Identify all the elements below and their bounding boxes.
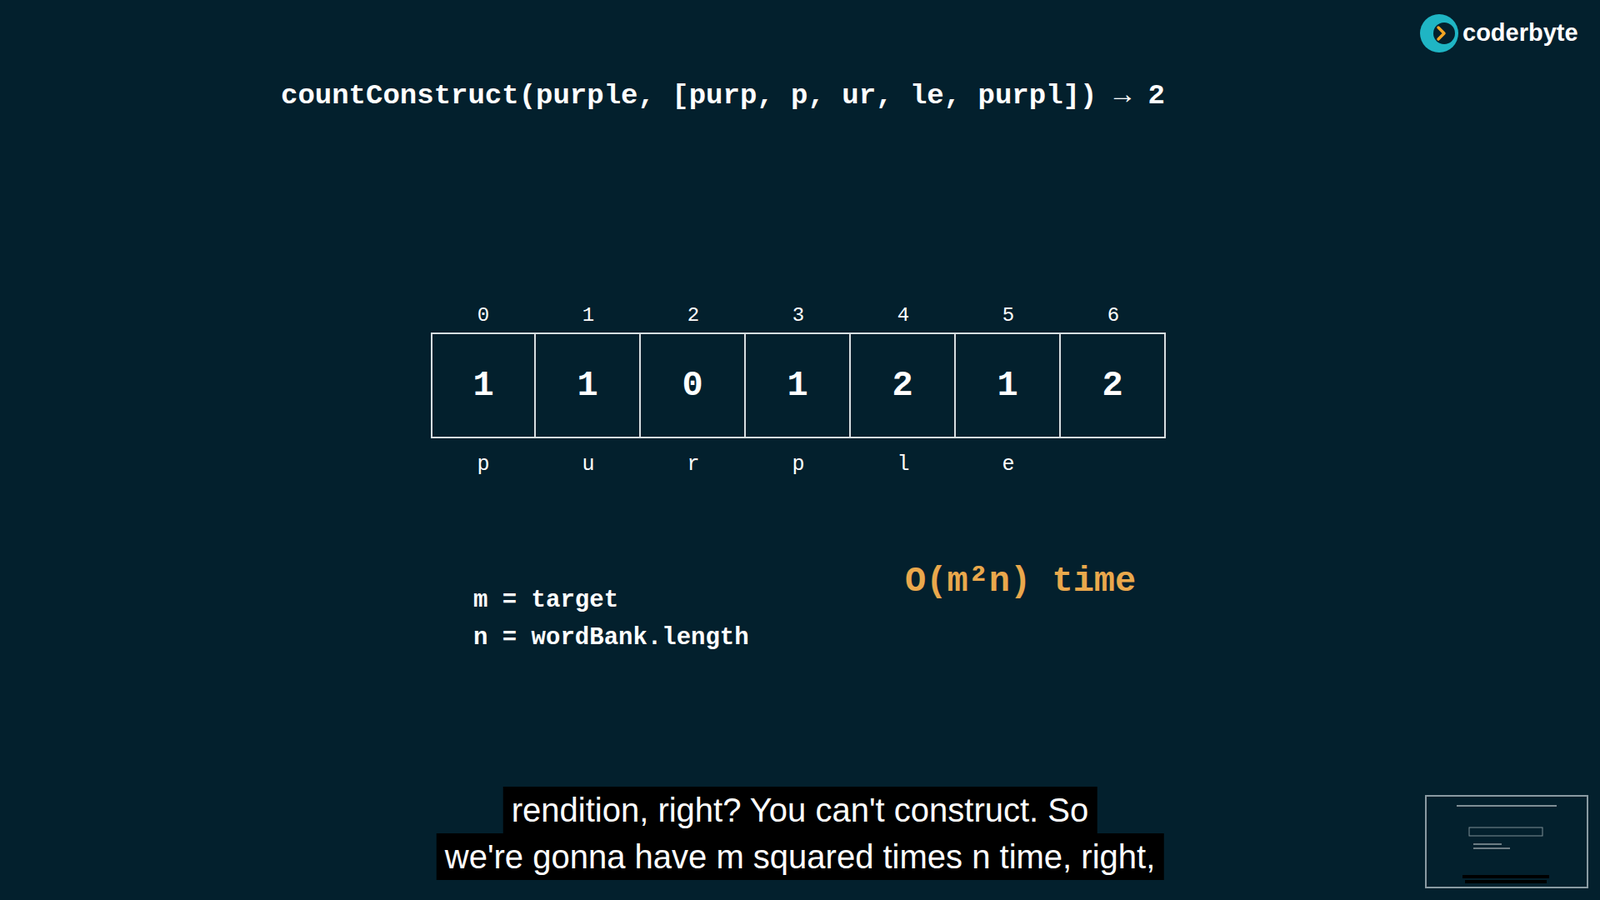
array-cell: 1 (954, 332, 1061, 439)
subtitle-line: we're gonna have m squared times n time,… (436, 833, 1165, 880)
index-label: 0 (477, 304, 490, 327)
slide-title: countConstruct(purple, [purp, p, ur, le,… (280, 80, 1165, 112)
char-label: p (791, 452, 805, 477)
cell-value: 2 (1101, 365, 1123, 406)
array-cell: 1 (430, 332, 536, 439)
cell-value: 1 (472, 365, 494, 406)
cell-value: 1 (576, 365, 598, 406)
logo-icon (1420, 14, 1459, 53)
cell-value: 0 (681, 365, 703, 406)
index-label: 1 (582, 304, 595, 327)
logo-text: coderbyte (1462, 19, 1579, 47)
char-label: r (686, 452, 700, 477)
cell-value: 1 (786, 365, 808, 406)
array-cell: 1 (744, 332, 851, 439)
array-cell: 1 (534, 332, 641, 439)
index-label: 4 (897, 304, 910, 327)
complexity-note: O(m²n) time (905, 561, 1136, 602)
char-label: u (581, 452, 595, 477)
cell-value: 2 (891, 365, 913, 406)
variable-note: n = wordBank.length (473, 624, 750, 652)
char-label: l (896, 452, 910, 477)
array-cell: 0 (639, 332, 746, 439)
index-label: 3 (792, 304, 805, 327)
index-label: 2 (687, 304, 700, 327)
char-label: e (1001, 452, 1015, 477)
char-label: p (476, 452, 490, 477)
array-cell: 2 (849, 332, 956, 439)
subtitle-line: rendition, right? You can't construct. S… (503, 786, 1098, 834)
cell-value: 1 (996, 365, 1018, 406)
video-thumbnail (1425, 795, 1588, 888)
index-label: 5 (1002, 304, 1015, 327)
variable-note: m = target (473, 586, 619, 615)
index-label: 6 (1107, 304, 1120, 327)
array-cell: 2 (1059, 332, 1166, 439)
